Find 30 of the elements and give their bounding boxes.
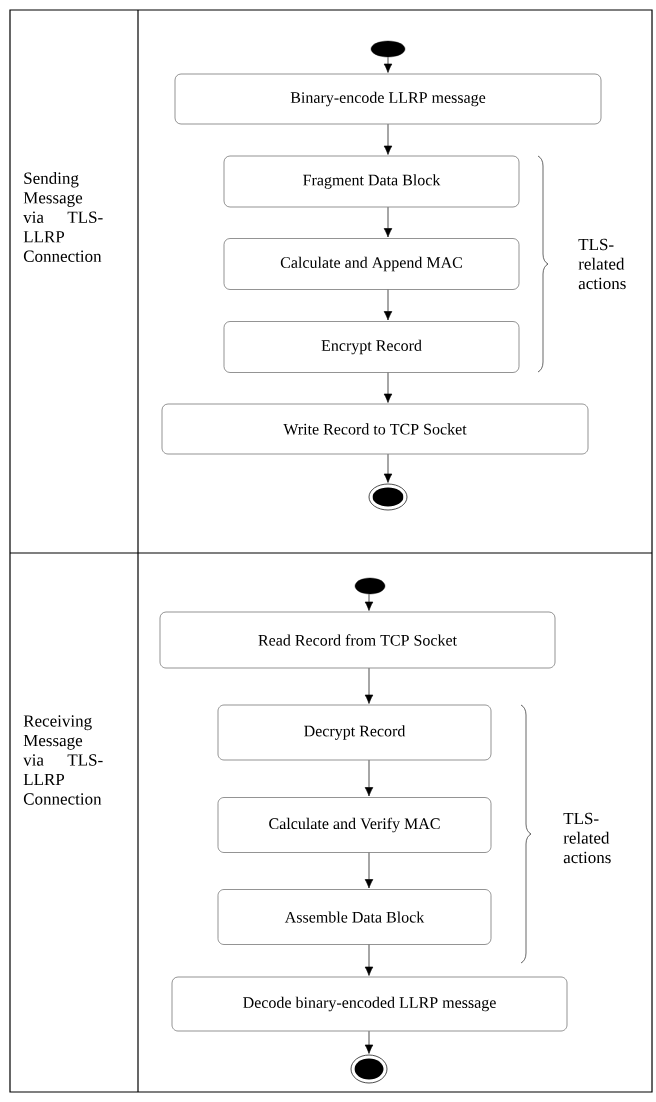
arrow xyxy=(383,206,393,238)
action-box: Calculate and Append MAC xyxy=(223,238,520,290)
arrow xyxy=(383,289,393,321)
arrow xyxy=(364,944,374,976)
action-box: Read Record from TCP Socket xyxy=(159,611,556,669)
row-heading: Receiving Message via TLS-LLRP Connection xyxy=(23,715,103,805)
initial-node xyxy=(354,577,386,595)
row-heading: Sending Message via TLS-LLRP Connection xyxy=(23,172,103,262)
action-box: Encrypt Record xyxy=(223,321,520,373)
arrow xyxy=(364,759,374,797)
action-box: Decrypt Record xyxy=(217,704,492,761)
brace-label: TLS-related actions xyxy=(578,238,626,290)
final-node xyxy=(350,1054,388,1084)
arrow xyxy=(364,593,374,611)
arrow xyxy=(364,852,374,889)
action-box: Assemble Data Block xyxy=(217,889,492,945)
arrow xyxy=(364,667,374,704)
arrow xyxy=(364,1030,374,1054)
initial-node xyxy=(370,40,406,58)
arrow xyxy=(383,56,393,73)
brace-label: TLS-related actions xyxy=(563,812,611,864)
action-box: Decode binary-encoded LLRP message xyxy=(171,976,568,1032)
action-box: Calculate and Verify MAC xyxy=(217,797,492,853)
action-box: Binary-encode LLRP message xyxy=(174,73,602,125)
action-box: Write Record to TCP Socket xyxy=(161,403,589,455)
action-box: Fragment Data Block xyxy=(223,155,520,208)
final-node xyxy=(368,483,408,511)
arrow xyxy=(383,123,393,155)
arrow xyxy=(383,453,393,483)
arrow xyxy=(383,372,393,403)
